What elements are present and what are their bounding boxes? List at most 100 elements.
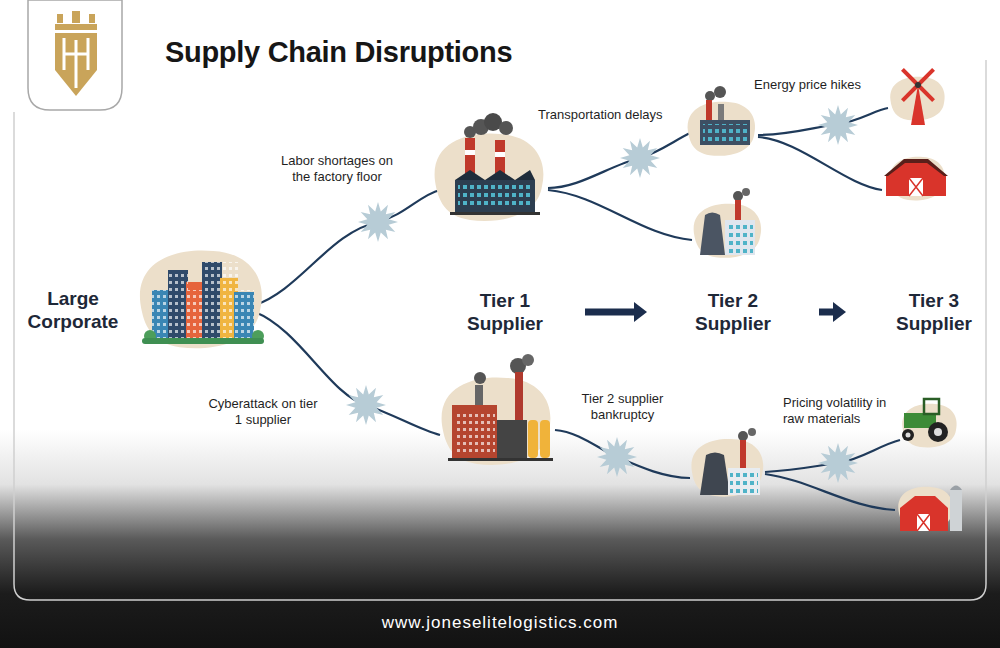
factory-illustration — [435, 113, 544, 221]
factory-illustration — [740, 440, 746, 468]
windmill-illustration — [901, 68, 935, 102]
factory-illustration — [733, 191, 743, 201]
factory-illustration — [718, 104, 724, 122]
factory-illustration — [458, 184, 532, 208]
barn-illustration — [884, 157, 948, 201]
city-illustration — [140, 250, 262, 348]
factory-illustration — [694, 188, 761, 258]
node-label: Large Corporate — [18, 287, 128, 333]
factory-illustration — [450, 212, 540, 215]
node-label: Tier 1 Supplier — [459, 289, 551, 335]
barn-illustration — [884, 159, 948, 176]
logo — [64, 38, 88, 88]
flow-arrow — [585, 302, 647, 322]
connector-curves — [758, 137, 882, 190]
factory-illustration — [691, 439, 763, 497]
disruption-label: Tier 2 supplier bankruptcy — [565, 391, 680, 423]
connector-curves — [548, 190, 692, 240]
disruption-starburst — [346, 385, 386, 425]
factory-illustration — [448, 458, 553, 461]
disruption-label: Energy price hikes — [754, 77, 861, 93]
factory-illustration — [465, 150, 475, 155]
disruption-starburst — [358, 202, 398, 242]
city-illustration — [152, 290, 254, 340]
factory-illustration — [714, 86, 726, 98]
connector-curves — [255, 108, 900, 510]
factory-illustration — [540, 420, 550, 458]
factory-illustration — [748, 428, 756, 436]
logo — [55, 11, 97, 96]
factory-illustration — [442, 378, 551, 465]
tier-node: Tier 3 Supplier — [846, 287, 980, 337]
connector-curves — [758, 108, 888, 135]
arrow-head — [833, 302, 846, 322]
node-label: Tier 3 Supplier — [888, 289, 980, 335]
factory-illustration — [725, 220, 755, 255]
website-url: www.joneselitelogistics.com — [0, 612, 1000, 634]
disruption-starburst — [346, 105, 858, 483]
factory-illustration — [522, 354, 534, 366]
arrow-head — [634, 302, 647, 322]
barn-silo-illustration — [898, 486, 962, 532]
connector-curves — [765, 474, 895, 510]
factory-illustration — [688, 86, 755, 156]
factory-illustration — [700, 213, 725, 256]
tractor-illustration — [906, 433, 911, 438]
disruption-label: Labor shortages on the factory floor — [272, 153, 402, 185]
disruption-label: Cyberattack on tier 1 supplier — [207, 396, 319, 428]
factory-illustration — [694, 204, 761, 258]
disruption-starburst — [597, 437, 637, 477]
logo — [89, 14, 95, 23]
logo — [28, 0, 122, 110]
factory-illustration — [700, 120, 750, 145]
logo — [57, 14, 63, 23]
logo — [55, 24, 97, 30]
frame — [14, 60, 986, 600]
city-illustration — [202, 262, 238, 290]
disruption-label: Transportation delays — [538, 107, 663, 123]
windmill-illustration — [915, 82, 921, 88]
factory-illustration — [700, 453, 730, 496]
barn-silo-illustration — [917, 514, 930, 531]
barn-silo-illustration — [898, 487, 952, 531]
factory-illustration — [452, 405, 497, 460]
tier-node: Tier 1 Supplier — [425, 287, 585, 337]
tier-node: Tier 2 Supplier — [647, 287, 819, 337]
barn-silo-illustration — [900, 496, 948, 531]
factory-illustration — [499, 121, 513, 135]
barn-silo-illustration — [950, 490, 962, 531]
factory-illustration — [730, 471, 758, 493]
arrow-shaft — [819, 309, 834, 316]
disruption-label: Pricing volatility in raw materials — [783, 395, 893, 427]
disruption-starburst — [620, 138, 660, 178]
factory-illustration — [727, 223, 753, 253]
factory-illustration — [528, 420, 538, 458]
connector-curves — [548, 132, 692, 188]
factory-illustration — [728, 468, 760, 495]
disruption-starburst — [818, 105, 858, 145]
factory-illustration — [742, 188, 750, 196]
diagram-title: Supply Chain Disruptions — [165, 36, 512, 69]
logo — [72, 11, 80, 23]
tractor-illustration — [924, 399, 939, 414]
factory-illustration — [738, 431, 748, 441]
factory-illustration — [691, 428, 763, 497]
barn-illustration — [909, 178, 923, 196]
tractor-illustration — [928, 422, 948, 442]
disruption-starburst — [818, 443, 858, 483]
barn-silo-illustration — [917, 514, 930, 531]
arrow-shaft — [585, 309, 635, 316]
factory-illustration — [735, 200, 741, 220]
windmill-illustration — [890, 68, 944, 125]
connector-curves — [555, 430, 690, 478]
city-illustration — [168, 270, 188, 290]
factory-illustration — [442, 354, 553, 465]
city-illustration — [140, 250, 264, 348]
logo — [55, 33, 97, 96]
node-label: Tier 2 Supplier — [687, 289, 779, 335]
factory-illustration — [435, 134, 544, 221]
barn-illustration — [886, 161, 946, 196]
